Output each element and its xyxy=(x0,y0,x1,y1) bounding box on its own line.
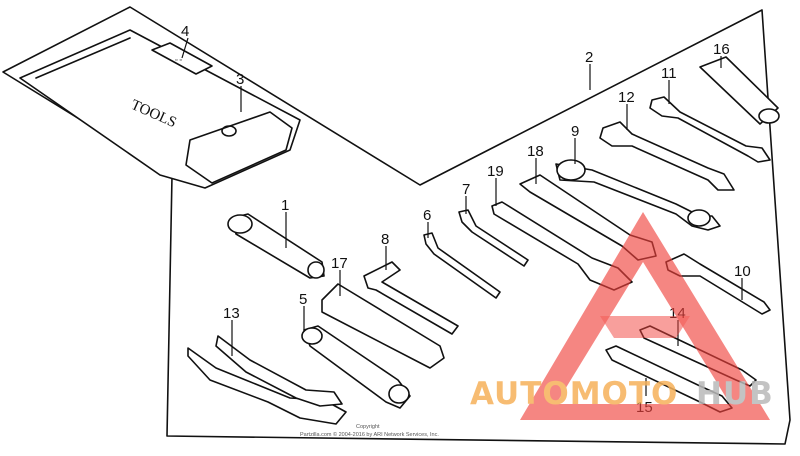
callout-11: 11 xyxy=(661,65,677,82)
callout-10: 10 xyxy=(734,263,751,280)
part-5-socket-driver xyxy=(301,325,411,409)
callout-1: 1 xyxy=(281,197,289,214)
callout-19: 19 xyxy=(487,163,504,180)
part-11-wrench xyxy=(649,96,771,163)
watermark-text-gray: HUB xyxy=(696,376,774,412)
callout-6: 6 xyxy=(423,207,431,224)
part-7-hex-key xyxy=(458,209,529,267)
callout-17: 17 xyxy=(331,255,348,272)
part-1-socket xyxy=(227,213,325,279)
copyright-text: Partzilla.com © 2004-2016 by ARI Network… xyxy=(300,431,439,438)
callout-4: 4 xyxy=(181,23,189,40)
part-8-hex-key xyxy=(363,261,459,335)
callout-12: 12 xyxy=(618,89,635,106)
callout-2: 2 xyxy=(585,49,593,66)
callout-9: 9 xyxy=(571,123,579,140)
part-13-pliers xyxy=(187,335,347,425)
callout-18: 18 xyxy=(527,143,544,160)
svg-text:▫ ▫: ▫ ▫ xyxy=(175,57,182,64)
callout-16: 16 xyxy=(713,41,730,58)
watermark-text-orange: AUTOMOTO xyxy=(470,376,678,412)
copyright-title: Copyright xyxy=(356,424,380,430)
callout-7: 7 xyxy=(462,181,470,198)
part-12-wrench xyxy=(599,121,735,191)
callout-3: 3 xyxy=(236,71,244,88)
watermark-logo: AUTOMOTO HUB xyxy=(470,212,774,420)
part-17-bar xyxy=(321,283,445,369)
diagram-frame xyxy=(2,6,791,445)
callout-5: 5 xyxy=(299,291,307,308)
part-16-handle xyxy=(699,56,780,125)
part-6-hex-key xyxy=(423,232,501,299)
part-4-label-plate: ▫ ▫ xyxy=(151,42,213,75)
tool-pouch: TOOLS xyxy=(19,29,301,189)
callout-13: 13 xyxy=(223,305,240,322)
part-9-ring-wrench xyxy=(555,159,721,231)
callout-8: 8 xyxy=(381,231,389,248)
leader-lines xyxy=(181,37,743,396)
watermark-triangle xyxy=(520,212,770,420)
